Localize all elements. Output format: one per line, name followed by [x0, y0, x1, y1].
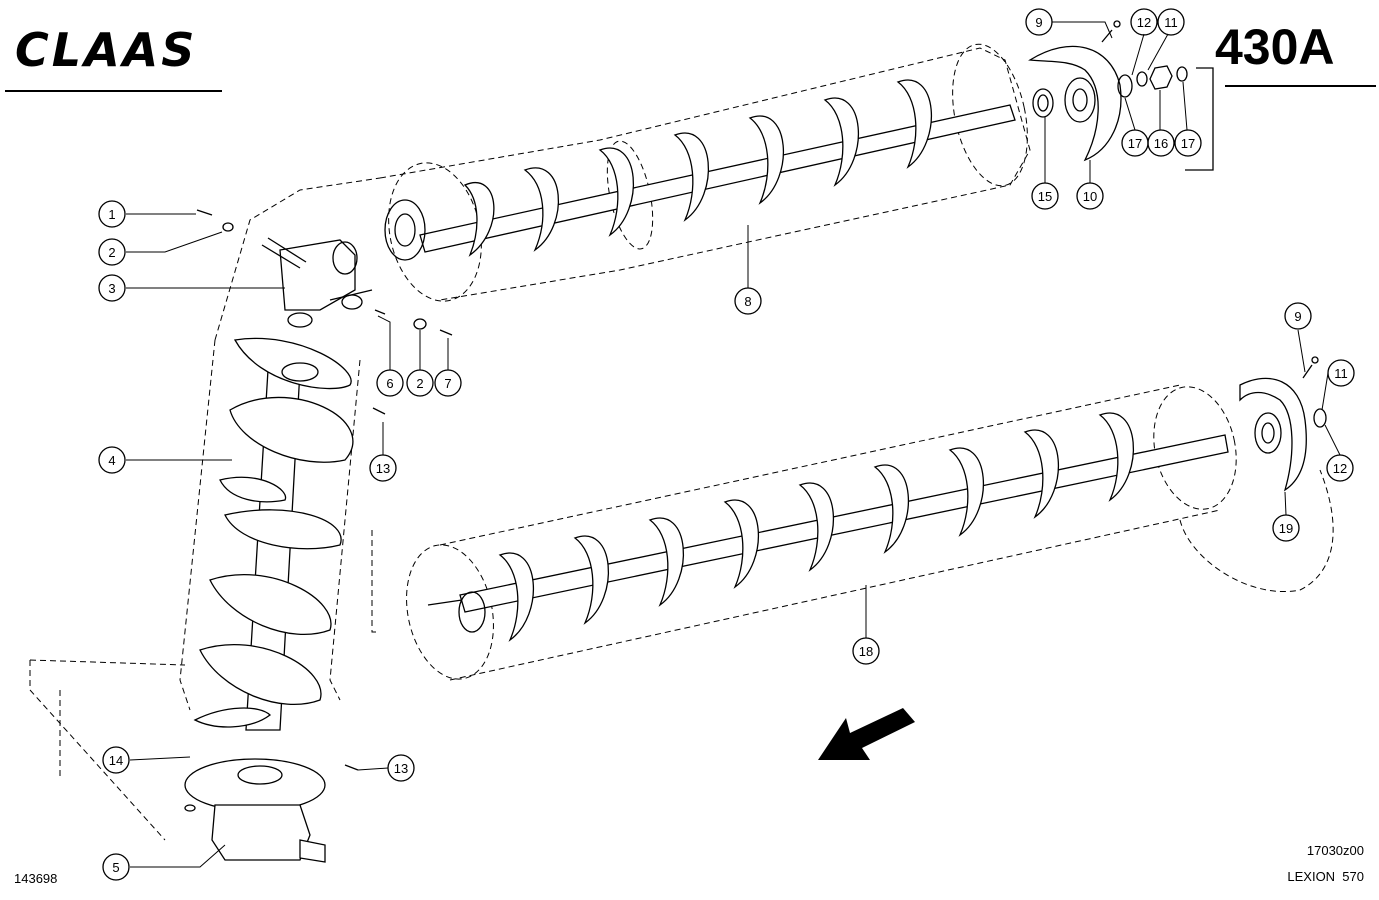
callout-2: 2 [98, 238, 126, 266]
svg-text:13: 13 [394, 761, 408, 776]
callout-9-lower: 9 [1284, 302, 1312, 330]
callout-2b: 2 [406, 369, 434, 397]
svg-text:16: 16 [1154, 136, 1168, 151]
callout-12-lower: 12 [1326, 454, 1354, 482]
svg-text:2: 2 [108, 245, 115, 260]
callouts: 1 2 3 4 5 6 2 7 8 9 12 11 17 16 17 15 10… [98, 8, 1355, 881]
callout-15: 15 [1031, 182, 1059, 210]
callout-17b: 17 [1174, 129, 1202, 157]
callout-1: 1 [98, 200, 126, 228]
svg-text:3: 3 [108, 281, 115, 296]
brand-logo: CLAAS [15, 23, 197, 77]
leader-lines [126, 21, 1341, 868]
direction-arrow-icon [818, 708, 915, 760]
lower-end-parts [1239, 356, 1327, 492]
svg-text:2: 2 [416, 376, 423, 391]
page-code: 430A [1215, 19, 1335, 75]
svg-text:9: 9 [1294, 309, 1301, 324]
callout-12-top: 12 [1130, 8, 1158, 36]
callout-13-lower: 13 [387, 754, 415, 782]
svg-text:4: 4 [108, 453, 115, 468]
callout-16: 16 [1147, 129, 1175, 157]
callout-7: 7 [434, 369, 462, 397]
upper-end-parts [1028, 20, 1214, 171]
svg-text:14: 14 [109, 753, 123, 768]
lower-gearbox [184, 758, 326, 863]
callout-3: 3 [98, 274, 126, 302]
svg-text:12: 12 [1137, 15, 1151, 30]
vertical-auger-housing [29, 177, 381, 841]
vertical-auger [193, 337, 354, 731]
svg-text:10: 10 [1083, 189, 1097, 204]
svg-text:17: 17 [1128, 136, 1142, 151]
callout-6: 6 [376, 369, 404, 397]
fasteners [196, 209, 453, 771]
callout-9-top: 9 [1025, 8, 1053, 36]
drawing-ref: 17030z00 [1307, 843, 1364, 858]
callout-13-upper: 13 [369, 454, 397, 482]
svg-text:12: 12 [1333, 461, 1347, 476]
svg-text:15: 15 [1038, 189, 1052, 204]
svg-text:6: 6 [386, 376, 393, 391]
lower-auger [427, 412, 1229, 642]
callout-11-lower: 11 [1327, 359, 1355, 387]
callout-5: 5 [102, 853, 130, 881]
callout-14: 14 [102, 746, 130, 774]
callout-11-top: 11 [1157, 8, 1185, 36]
callout-17a: 17 [1121, 129, 1149, 157]
svg-text:9: 9 [1035, 15, 1042, 30]
svg-text:7: 7 [444, 376, 451, 391]
svg-text:18: 18 [859, 644, 873, 659]
model-name: LEXION 570 [1287, 869, 1364, 884]
svg-text:13: 13 [376, 461, 390, 476]
upper-gearbox [261, 237, 373, 328]
lower-auger-housing [371, 384, 1334, 681]
svg-text:17: 17 [1181, 136, 1195, 151]
svg-text:1: 1 [108, 207, 115, 222]
svg-text:5: 5 [112, 860, 119, 875]
callout-19: 19 [1272, 514, 1300, 542]
drawing-number: 143698 [14, 871, 57, 886]
callout-4: 4 [98, 446, 126, 474]
callout-8: 8 [734, 287, 762, 315]
callout-10: 10 [1076, 182, 1104, 210]
svg-text:19: 19 [1279, 521, 1293, 536]
svg-text:11: 11 [1164, 15, 1178, 30]
upper-auger [384, 79, 1016, 261]
svg-text:8: 8 [744, 294, 751, 309]
callout-18: 18 [852, 637, 880, 665]
svg-text:11: 11 [1334, 366, 1348, 381]
